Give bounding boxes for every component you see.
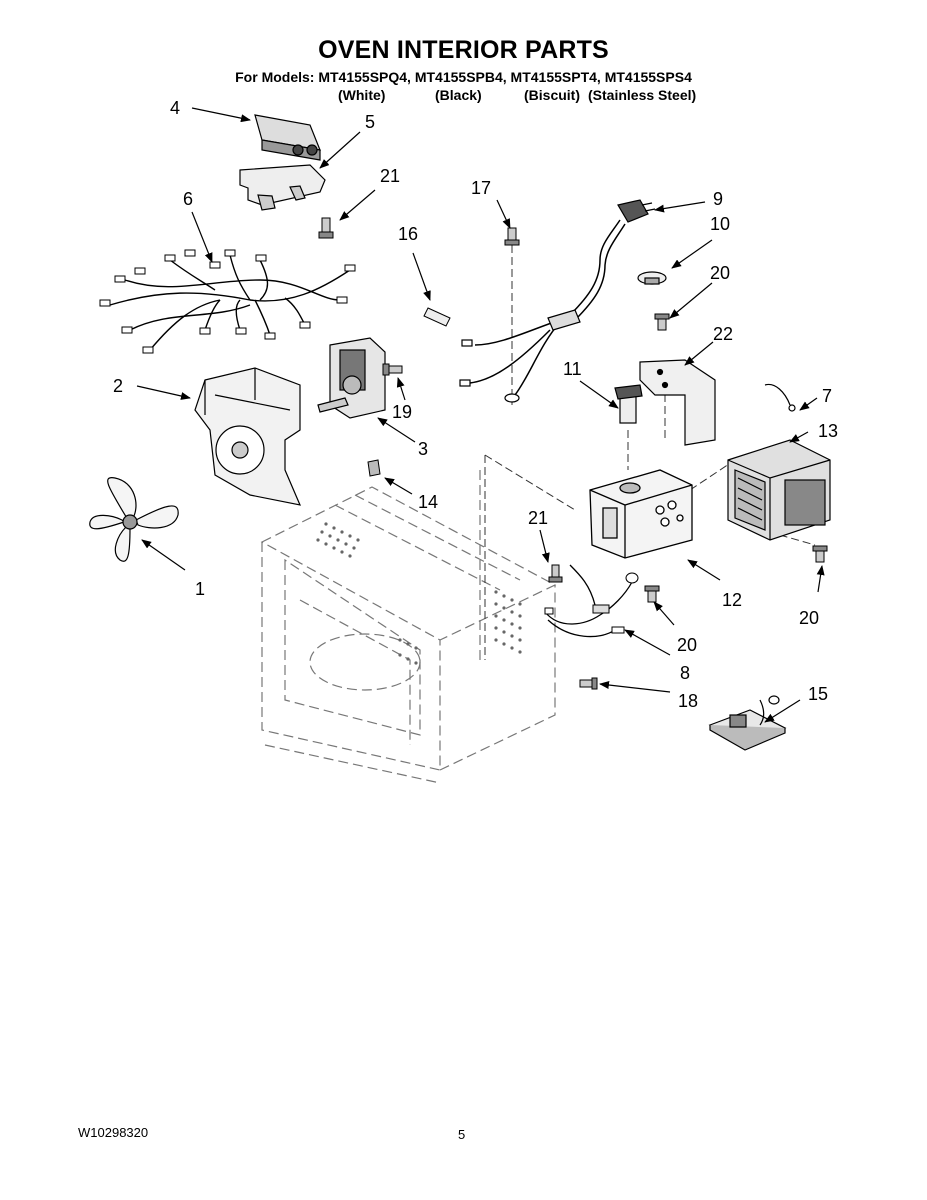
callout-22: 22 — [713, 324, 733, 344]
document-number: W10298320 — [78, 1125, 149, 1140]
callout-1: 1 — [195, 579, 205, 599]
fan-blade-part — [89, 477, 179, 562]
callout-5: 5 — [365, 112, 375, 132]
callout-arrows — [136, 107, 825, 723]
callout-19: 19 — [392, 402, 412, 422]
callout-13: 13 — [818, 421, 838, 441]
callout-9: 9 — [713, 189, 723, 209]
callout-15: 15 — [808, 684, 828, 704]
callout-16: 16 — [398, 224, 418, 244]
high-voltage-diode-part — [614, 384, 643, 424]
callout-10: 10 — [710, 214, 730, 234]
grommet-part — [764, 383, 796, 412]
cavity-screw-part — [579, 677, 598, 690]
wire-harness-part — [109, 254, 351, 351]
callout-12: 12 — [722, 590, 742, 610]
callout-21a: 21 — [380, 166, 400, 186]
capacitor-bracket-part — [239, 164, 326, 211]
ground-screw-part — [504, 227, 520, 246]
callout-3: 3 — [418, 439, 428, 459]
power-plug — [459, 199, 656, 403]
callout-20c: 20 — [677, 635, 697, 655]
color-stainless-steel: (Stainless Steel) — [588, 87, 697, 103]
motor-screw-part — [382, 363, 403, 376]
latch-part — [367, 459, 381, 477]
callout-14: 14 — [418, 492, 438, 512]
page-title: OVEN INTERIOR PARTS — [318, 36, 609, 64]
oven-perforations — [316, 522, 522, 665]
waveguide-part — [589, 469, 693, 559]
transformer-part — [727, 439, 831, 541]
model-list: For Models: MT4155SPQ4, MT4155SPB4, MT41… — [235, 69, 692, 85]
callout-18: 18 — [678, 691, 698, 711]
callout-numbers: 4 5 21 6 17 9 16 10 20 22 2 11 7 19 13 3… — [113, 98, 838, 711]
fan-motor-part — [317, 337, 386, 419]
fuse-part — [423, 307, 451, 327]
capacitor-part — [254, 114, 321, 161]
color-black: (Black) — [435, 87, 482, 103]
interlock-connectors — [544, 572, 639, 634]
noise-filter-part — [708, 695, 787, 751]
interlock-wire-part — [544, 564, 633, 638]
power-cord-part — [469, 219, 626, 396]
callout-20a: 20 — [710, 263, 730, 283]
assembly-leader-lines — [484, 245, 816, 660]
callout-11: 11 — [563, 359, 582, 379]
callout-4: 4 — [170, 98, 180, 118]
callout-7: 7 — [822, 386, 832, 406]
magnetron-screw-part — [644, 313, 828, 603]
lower-screw-part — [548, 564, 563, 583]
transformer-bracket-part — [639, 359, 716, 446]
callout-20b: 20 — [799, 608, 819, 628]
callout-17: 17 — [471, 178, 491, 198]
harness-connectors — [99, 249, 356, 354]
callout-2: 2 — [113, 376, 123, 396]
color-white: (White) — [338, 87, 386, 103]
callout-6: 6 — [183, 189, 193, 209]
fan-bracket-part — [194, 367, 302, 506]
screw-part — [318, 217, 334, 239]
callout-21b: 21 — [528, 508, 548, 528]
color-biscuit: (Biscuit) — [524, 87, 580, 103]
oven-cavity — [260, 470, 557, 784]
page-number: 5 — [458, 1127, 466, 1142]
callout-8: 8 — [680, 663, 690, 683]
thermostat-part — [637, 271, 667, 285]
